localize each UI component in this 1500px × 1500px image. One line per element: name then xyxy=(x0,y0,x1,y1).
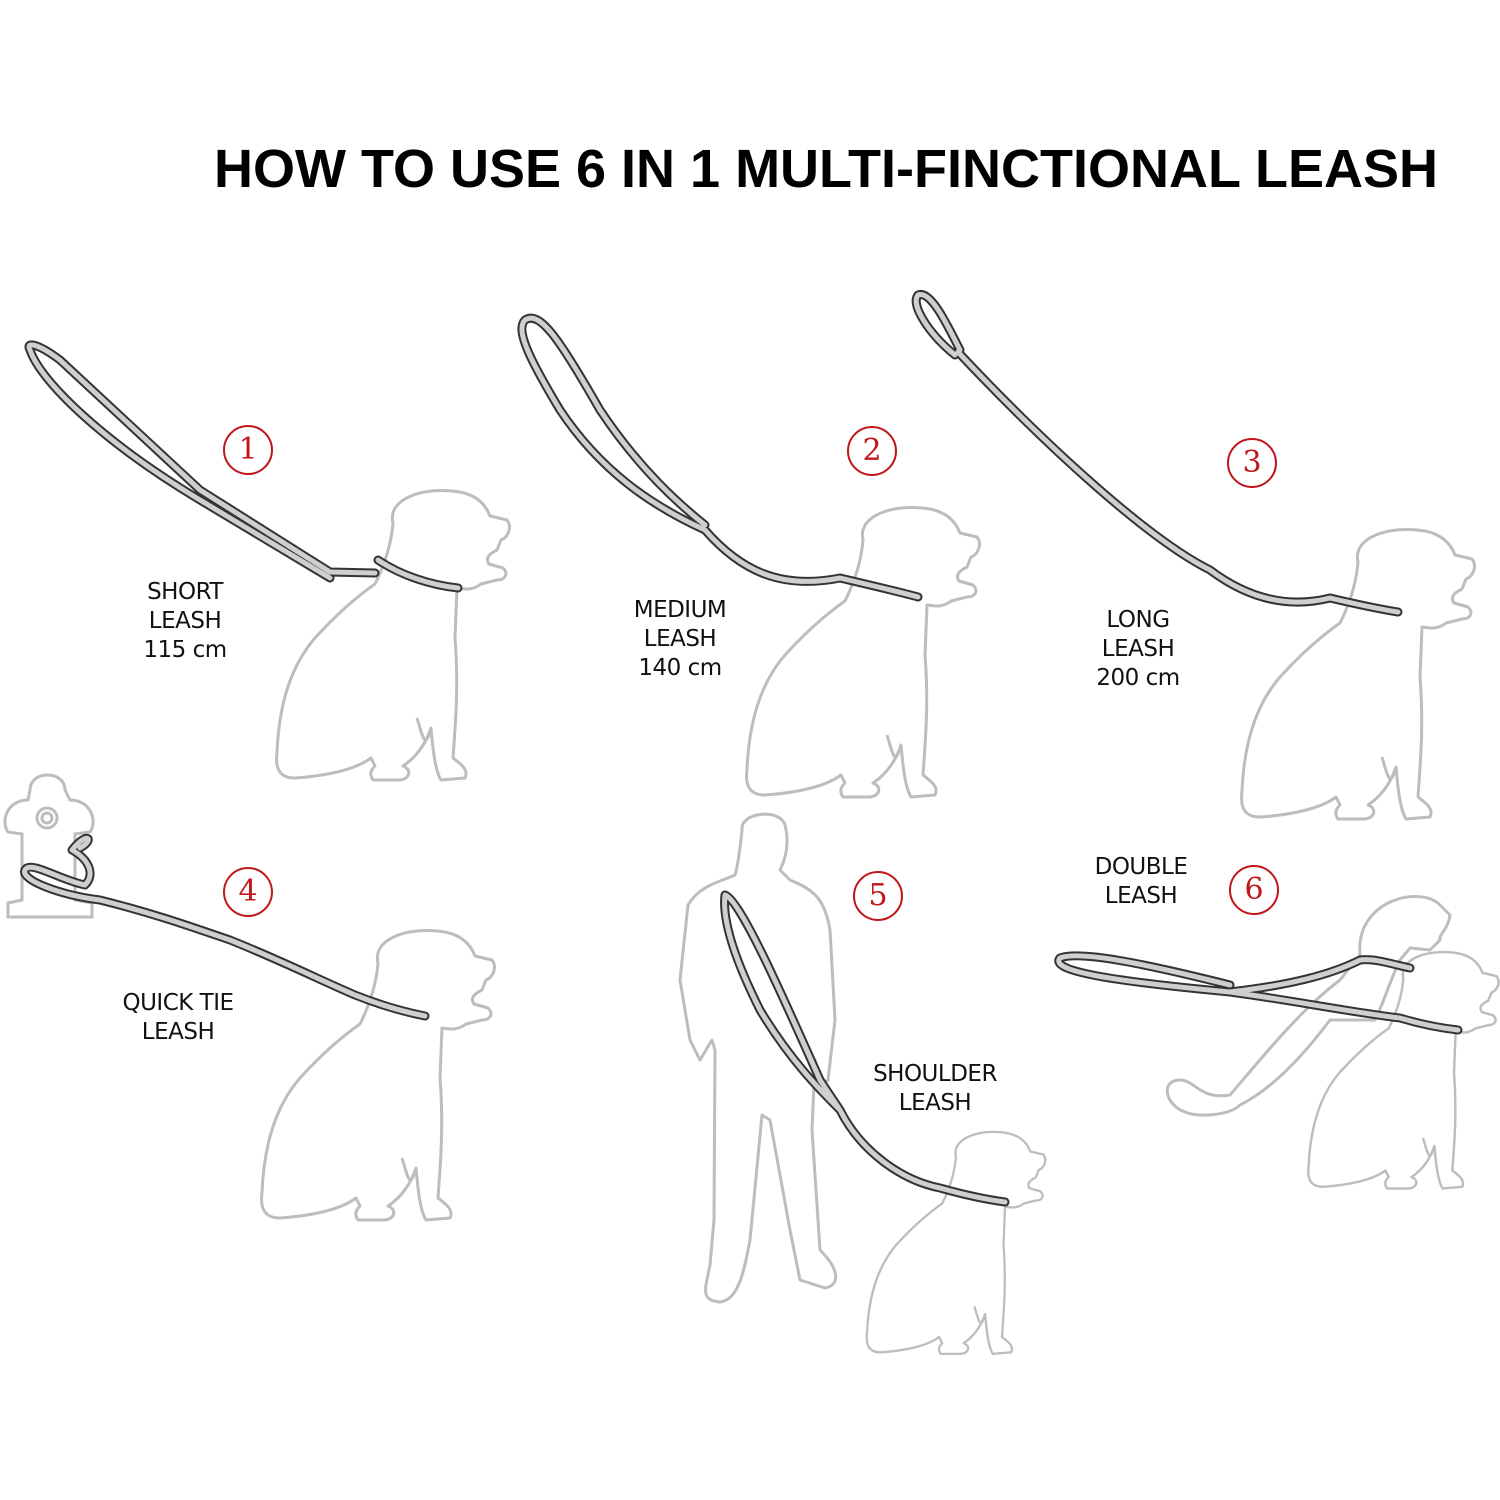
step-number-2: 2 xyxy=(847,426,897,476)
label-line: LEASH xyxy=(1101,636,1175,662)
label-line: LEASH xyxy=(898,1090,972,1116)
step-number-3: 3 xyxy=(1227,438,1277,488)
dog-4 xyxy=(260,928,496,1222)
label-length: 200 cm xyxy=(1096,665,1180,691)
leash-long xyxy=(911,290,1403,617)
label-short-leash: SHORT LEASH 115 cm xyxy=(143,578,227,665)
label-line: LEASH xyxy=(141,1019,215,1045)
leash-quick-tie xyxy=(20,833,430,1021)
label-length: 115 cm xyxy=(143,637,227,663)
dog-1 xyxy=(275,488,511,782)
dog-6a-lying xyxy=(1165,895,1452,1117)
label-line: QUICK TIE xyxy=(122,990,234,1016)
step-number-1: 1 xyxy=(223,425,273,475)
dog-3 xyxy=(1240,527,1476,821)
step-number-4: 4 xyxy=(223,867,273,917)
dog-2 xyxy=(745,505,981,799)
label-medium-leash: MEDIUM LEASH 140 cm xyxy=(634,596,727,683)
page-title: HOW TO USE 6 IN 1 MULTI-FINCTIONAL LEASH xyxy=(213,139,1438,199)
label-line: LONG xyxy=(1106,607,1170,633)
label-line: LEASH xyxy=(643,626,717,652)
label-line: MEDIUM xyxy=(633,597,727,623)
fire-hydrant xyxy=(3,773,95,919)
leash-medium xyxy=(517,313,923,602)
label-line: LEASH xyxy=(148,608,222,634)
label-line: LEASH xyxy=(1104,883,1178,909)
label-line: SHORT xyxy=(147,579,223,605)
person-silhouette xyxy=(678,812,838,1304)
step-number-6: 6 xyxy=(1229,865,1279,915)
leash-double xyxy=(1054,951,1463,1035)
label-shoulder-leash: SHOULDER LEASH xyxy=(873,1060,997,1118)
label-long-leash: LONG LEASH 200 cm xyxy=(1096,606,1180,693)
label-line: SHOULDER xyxy=(873,1061,997,1087)
leash-short xyxy=(24,340,463,593)
dog-6b xyxy=(1306,950,1500,1190)
leash-shoulder xyxy=(720,890,1010,1207)
label-length: 140 cm xyxy=(638,655,722,681)
label-line: DOUBLE xyxy=(1094,854,1188,880)
label-double-leash: DOUBLE LEASH xyxy=(1095,853,1188,911)
step-number-5: 5 xyxy=(853,871,903,921)
label-quick-tie-leash: QUICK TIE LEASH xyxy=(122,989,234,1047)
